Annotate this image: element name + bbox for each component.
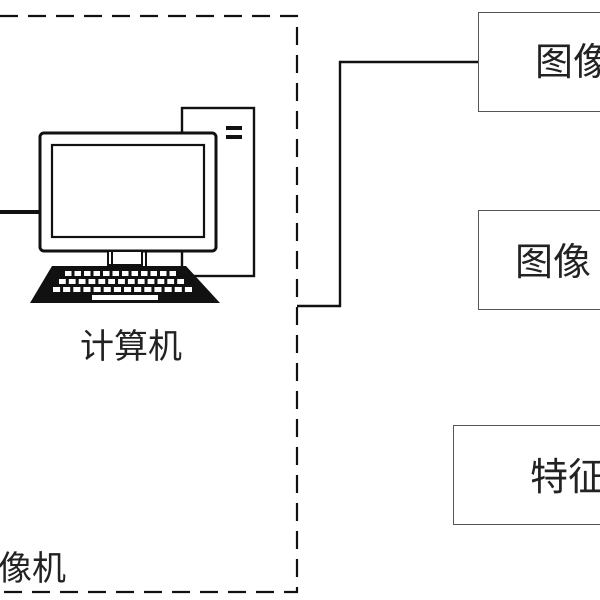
keyboard-key — [127, 279, 135, 284]
keyboard-key — [63, 287, 71, 292]
keyboard-key — [118, 279, 125, 284]
keyboard-key — [177, 279, 184, 284]
module-box-1: 图像 — [478, 12, 600, 112]
computer-label: 计算机 — [80, 327, 182, 367]
keyboard-key — [164, 287, 172, 292]
keyboard-key — [124, 287, 132, 292]
connector-line — [297, 60, 478, 308]
keyboard-key — [112, 271, 119, 276]
module-label-3: 特征 — [530, 455, 600, 499]
keyboard-key — [73, 287, 81, 292]
keyboard-key — [78, 279, 86, 284]
keyboard-key — [150, 271, 157, 276]
keyboard-icon — [30, 266, 220, 303]
keyboard-key — [113, 287, 121, 292]
keyboard-key — [68, 279, 76, 284]
keyboard-key — [98, 279, 106, 284]
keyboard-key — [88, 279, 96, 284]
enclosure-label: 像机 — [0, 549, 66, 589]
module-label-2: 图像 — [515, 240, 592, 284]
keyboard-key — [157, 279, 165, 284]
computer-monitor-icon — [38, 131, 218, 266]
keyboard-key — [53, 287, 61, 292]
keyboard-key — [83, 287, 91, 292]
keyboard-key — [131, 271, 138, 276]
keyboard-key — [134, 287, 142, 292]
module-box-2: 图像 — [478, 210, 600, 310]
keyboard-key — [160, 271, 167, 276]
module-label-1: 图像 — [535, 40, 600, 84]
keyboard-key — [167, 279, 175, 284]
keyboard-spacebar — [92, 295, 158, 300]
keyboard-key — [169, 271, 176, 276]
keyboard-key — [103, 271, 110, 276]
keyboard-key — [184, 287, 192, 292]
keyboard-key — [108, 279, 115, 284]
module-box-3: 特征 — [453, 425, 600, 525]
dashed-enclosure — [0, 14, 299, 594]
keyboard-key — [65, 271, 72, 276]
keyboard-key — [174, 287, 182, 292]
keyboard-key — [93, 287, 101, 292]
keyboard-key — [144, 287, 152, 292]
keyboard-key — [103, 287, 111, 292]
keyboard-key — [59, 279, 66, 284]
keyboard-key — [154, 287, 162, 292]
keyboard-key — [137, 279, 145, 284]
keyboard-key — [141, 271, 148, 276]
keyboard-key — [147, 279, 155, 284]
keyboard-key — [84, 271, 91, 276]
keyboard-key — [74, 271, 81, 276]
keyboard-key — [122, 271, 129, 276]
keyboard-key — [93, 271, 100, 276]
